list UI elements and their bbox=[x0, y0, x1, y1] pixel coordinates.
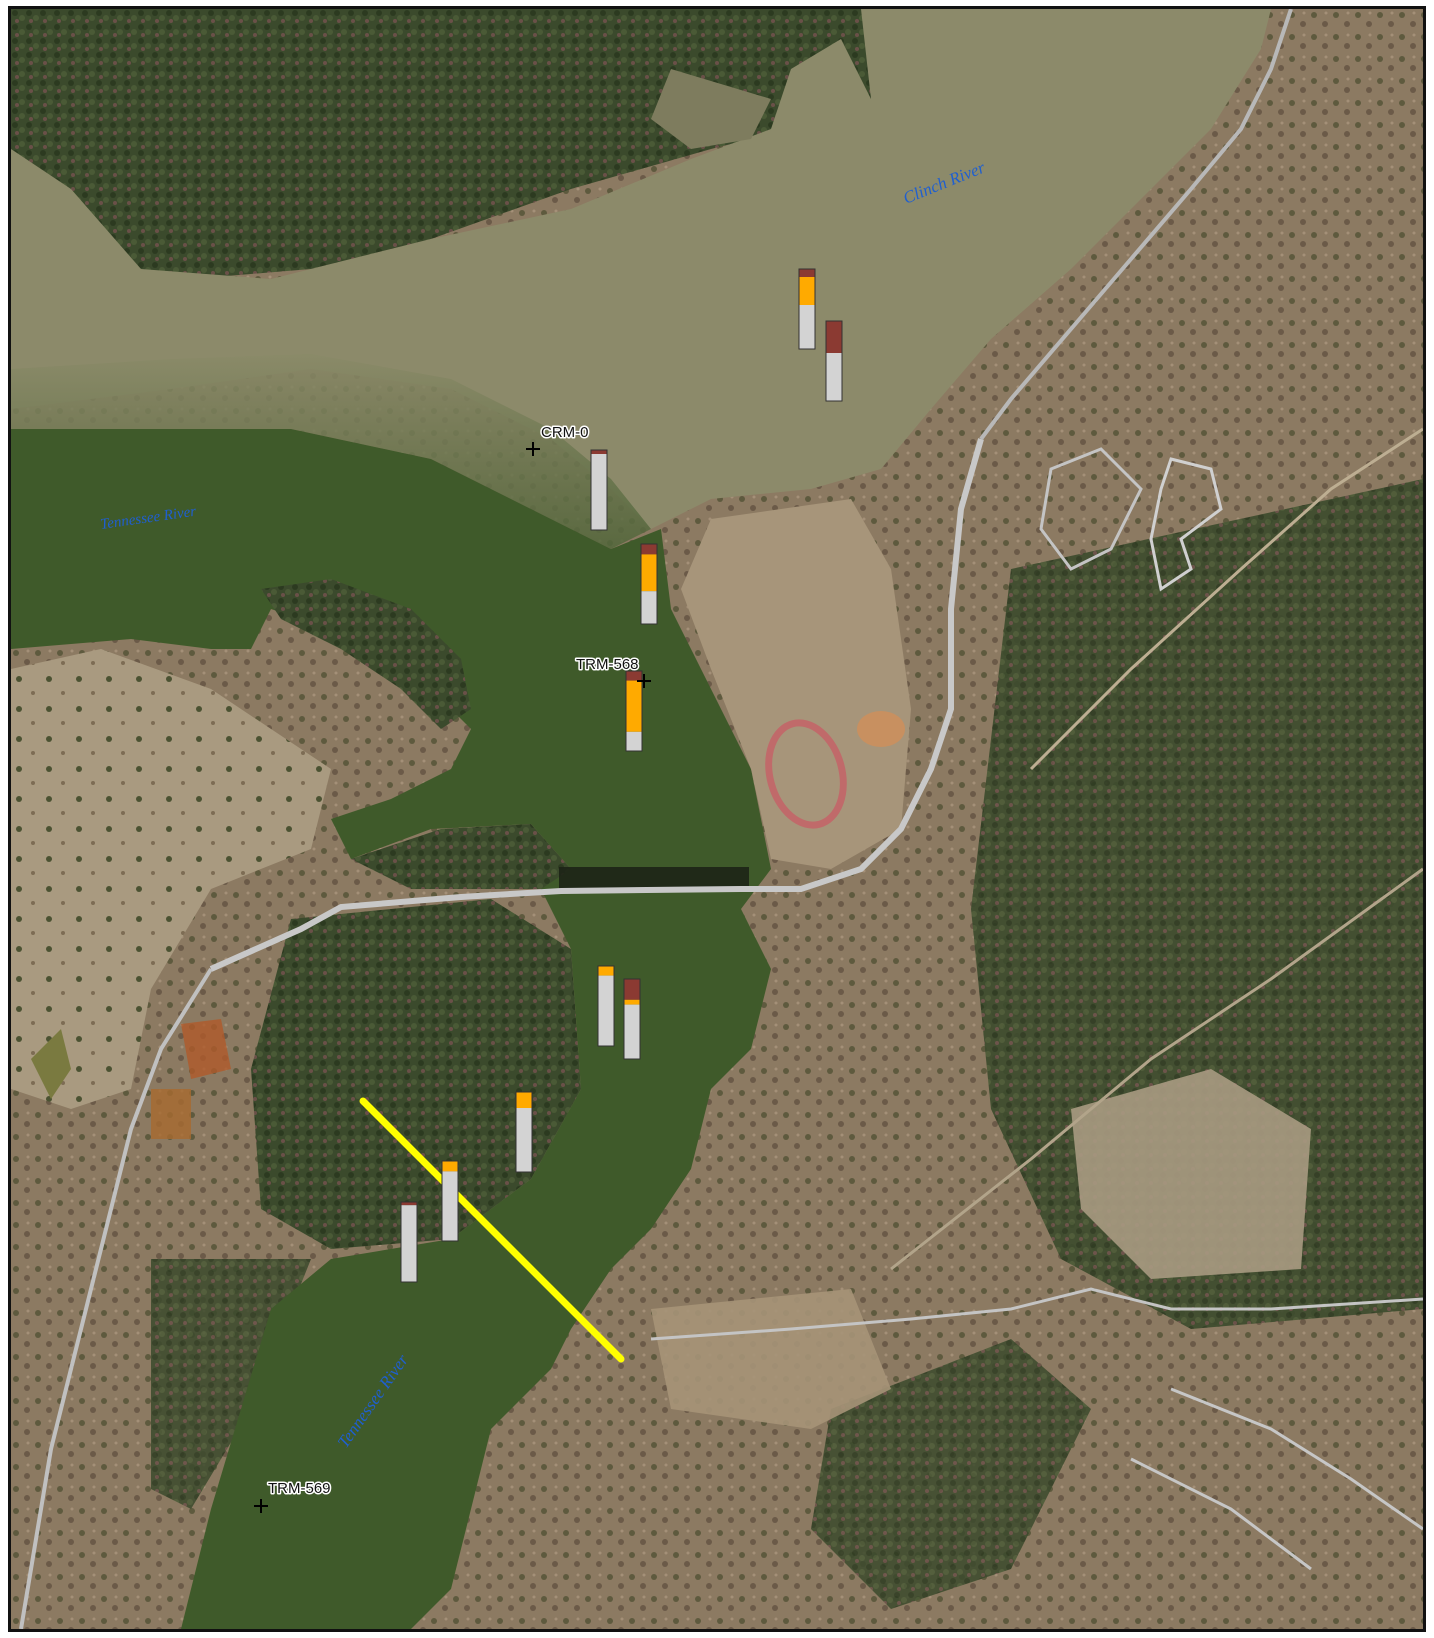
core-3-gray-layer-1 bbox=[591, 454, 607, 530]
highway-sw[interactable] bbox=[19, 967, 213, 1629]
clinch-river-water bbox=[11, 9, 1271, 529]
station-label-trm-569: TRM-569 bbox=[268, 1480, 331, 1497]
sediment-patch-1 bbox=[181, 1019, 231, 1079]
transect-line[interactable] bbox=[359, 1097, 625, 1363]
station-crosshair-icon bbox=[526, 442, 540, 456]
station-label-trm-568: TRM-568 bbox=[576, 656, 639, 673]
power-line bbox=[1029, 427, 1423, 771]
road-south[interactable] bbox=[650, 1287, 1423, 1341]
core-1-orange-layer-1 bbox=[799, 277, 815, 305]
core-10[interactable] bbox=[400, 1201, 418, 1283]
road-northeast[interactable] bbox=[979, 9, 1293, 441]
bridge-shadow bbox=[559, 867, 749, 889]
core-3-outline bbox=[590, 449, 608, 531]
core-8-orange-layer-0 bbox=[516, 1092, 532, 1108]
forest-golf-peninsula bbox=[261, 579, 471, 729]
forest-south-central bbox=[811, 1339, 1091, 1609]
core-9[interactable] bbox=[441, 1160, 459, 1242]
core-1-outline bbox=[798, 268, 816, 350]
road-southeast-grid[interactable] bbox=[1130, 1387, 1423, 1571]
station-crm-0[interactable]: CRM-0 bbox=[526, 423, 590, 456]
pond-west bbox=[31, 1029, 71, 1099]
baseball-field bbox=[857, 711, 905, 747]
forest-bridge-island bbox=[351, 824, 571, 889]
core-5-orange-layer-1 bbox=[626, 680, 642, 732]
sediment-patch-2 bbox=[151, 1089, 191, 1139]
core-3-brown-layer-0 bbox=[591, 450, 607, 454]
core-6-orange-layer-0 bbox=[598, 966, 614, 976]
clinch-inlet bbox=[651, 69, 771, 149]
road-neighborhood[interactable] bbox=[1039, 447, 1143, 571]
sediment-core-bars bbox=[400, 268, 843, 1283]
core-5-brown-layer-0 bbox=[626, 671, 642, 681]
core-1-gray-layer-2 bbox=[799, 305, 815, 349]
core-2-gray-layer-1 bbox=[826, 353, 842, 401]
station-crosshair-icon bbox=[254, 1499, 268, 1513]
core-7-brown-layer-0 bbox=[624, 979, 640, 1000]
core-9-outline bbox=[441, 1160, 459, 1242]
station-trm-568[interactable]: TRM-568 bbox=[575, 655, 651, 688]
field-east bbox=[1071, 1069, 1311, 1279]
core-8-gray-layer-1 bbox=[516, 1108, 532, 1172]
station-label-crm-0: CRM-0 bbox=[541, 424, 589, 441]
core-1-brown-layer-0 bbox=[799, 269, 815, 277]
station-trm-569[interactable]: TRM-569 bbox=[254, 1479, 332, 1513]
core-3[interactable] bbox=[590, 449, 608, 531]
field-southeast bbox=[651, 1289, 891, 1429]
core-1[interactable] bbox=[798, 268, 816, 350]
aerial-map[interactable]: CRM-0 TRM-568 TRM-569 Clinch River Tenne… bbox=[8, 6, 1426, 1632]
core-2-outline bbox=[825, 320, 843, 402]
core-5-gray-layer-2 bbox=[626, 731, 642, 751]
core-4-gray-layer-2 bbox=[641, 591, 657, 624]
core-10-brown-layer-0 bbox=[401, 1202, 417, 1206]
forest-west-peninsula bbox=[251, 899, 581, 1249]
map-canvas[interactable]: CRM-0 TRM-568 TRM-569 Clinch River Tenne… bbox=[11, 9, 1423, 1629]
core-4-brown-layer-0 bbox=[641, 544, 657, 555]
core-6-outline bbox=[597, 965, 615, 1047]
school-grounds bbox=[681, 499, 911, 869]
core-4-outline bbox=[640, 543, 658, 625]
road-loop[interactable] bbox=[1149, 457, 1223, 592]
core-6[interactable] bbox=[597, 965, 615, 1047]
core-10-outline bbox=[400, 1201, 418, 1283]
golf-course bbox=[11, 649, 331, 1109]
core-2-brown-layer-0 bbox=[826, 321, 842, 353]
core-7-gray-layer-2 bbox=[624, 1004, 640, 1059]
tennessee-river-water bbox=[11, 429, 771, 1629]
forest-north-shore bbox=[11, 9, 1011, 279]
core-4-orange-layer-1 bbox=[641, 554, 657, 592]
bridge[interactable] bbox=[209, 438, 984, 972]
core-8[interactable] bbox=[515, 1091, 533, 1173]
core-7-orange-layer-1 bbox=[624, 999, 640, 1005]
station-crosshair-icon bbox=[637, 674, 651, 688]
core-10-gray-layer-1 bbox=[401, 1205, 417, 1282]
mixing-zone bbox=[11, 354, 651, 549]
core-6-gray-layer-1 bbox=[598, 975, 614, 1046]
core-8-outline bbox=[515, 1091, 533, 1173]
core-7-outline bbox=[623, 978, 641, 1060]
power-line-south bbox=[890, 867, 1423, 1271]
core-9-gray-layer-1 bbox=[442, 1171, 458, 1241]
core-9-orange-layer-0 bbox=[442, 1161, 458, 1172]
running-track bbox=[765, 719, 847, 829]
core-5-outline bbox=[625, 670, 643, 752]
core-5[interactable] bbox=[625, 670, 643, 752]
core-4[interactable] bbox=[640, 543, 658, 625]
core-7[interactable] bbox=[623, 978, 641, 1060]
core-2[interactable] bbox=[825, 320, 843, 402]
